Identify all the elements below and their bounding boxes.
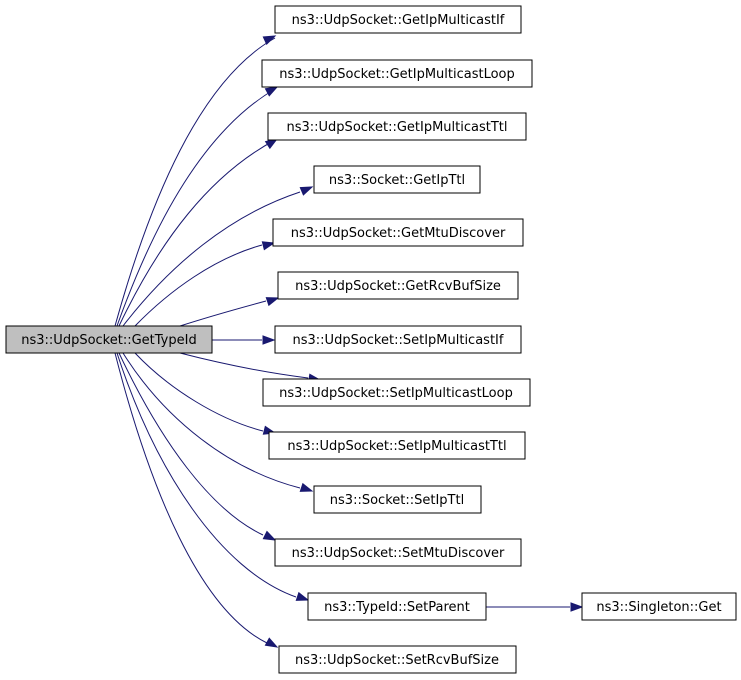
edge-to-set-mtu-discover xyxy=(118,352,264,536)
node-label: ns3::Singleton::Get xyxy=(596,600,721,615)
node-label: ns3::UdpSocket::SetRcvBufSize xyxy=(295,653,499,668)
edge-to-get-ip-multicast-if xyxy=(114,37,276,327)
node-set-ip-multicast-loop[interactable]: ns3::UdpSocket::SetIpMulticastLoop xyxy=(262,378,531,407)
edge-to-get-mtu-discover-arrowhead xyxy=(261,241,276,251)
node-socket-set-ip-ttl[interactable]: ns3::Socket::SetIpTtl xyxy=(313,485,482,514)
edge-to-get-rcv-buf-size xyxy=(179,300,267,327)
node-label: ns3::UdpSocket::SetIpMulticastTtl xyxy=(287,439,506,454)
node-set-mtu-discover[interactable]: ns3::UdpSocket::SetMtuDiscover xyxy=(274,538,522,567)
edge-to-type-id-set-parent-arrowhead xyxy=(295,591,310,601)
node-set-rcv-buf-size[interactable]: ns3::UdpSocket::SetRcvBufSize xyxy=(278,645,517,674)
node-root-get-type-id[interactable]: ns3::UdpSocket::GetTypeId xyxy=(5,325,213,354)
node-get-rcv-buf-size[interactable]: ns3::UdpSocket::GetRcvBufSize xyxy=(277,271,519,300)
node-label: ns3::UdpSocket::GetTypeId xyxy=(21,333,196,348)
edge-to-socket-set-ip-ttl xyxy=(122,352,301,489)
edge-to-get-rcv-buf-size-arrowhead xyxy=(265,297,280,307)
node-socket-get-ip-ttl[interactable]: ns3::Socket::GetIpTtl xyxy=(313,165,481,194)
node-get-ip-multicast-if[interactable]: ns3::UdpSocket::GetIpMulticastIf xyxy=(274,5,522,34)
node-label: ns3::UdpSocket::SetMtuDiscover xyxy=(292,546,505,561)
edge-to-socket-get-ip-ttl xyxy=(122,191,301,327)
edge-set-parent-to-singleton-get-arrowhead xyxy=(570,602,584,612)
edge-to-get-ip-multicast-ttl xyxy=(118,139,276,327)
edge-to-set-ip-multicast-ttl xyxy=(134,352,264,432)
node-label: ns3::UdpSocket::GetIpMulticastIf xyxy=(292,13,505,28)
edge-to-socket-set-ip-ttl-arrowhead xyxy=(299,482,314,492)
node-singleton-get[interactable]: ns3::Singleton::Get xyxy=(581,592,737,621)
node-set-ip-multicast-ttl[interactable]: ns3::UdpSocket::SetIpMulticastTtl xyxy=(268,431,526,460)
node-label: ns3::Socket::SetIpTtl xyxy=(330,493,464,508)
node-label: ns3::UdpSocket::SetIpMulticastLoop xyxy=(279,386,513,401)
edge-to-set-ip-multicast-loop xyxy=(179,352,309,379)
node-label: ns3::Socket::GetIpTtl xyxy=(329,173,465,188)
edge-to-set-rcv-buf-size xyxy=(114,352,268,644)
edge-to-get-mtu-discover xyxy=(134,244,263,327)
node-get-ip-multicast-ttl[interactable]: ns3::UdpSocket::GetIpMulticastTtl xyxy=(267,112,527,141)
node-label: ns3::UdpSocket::GetIpMulticastTtl xyxy=(287,120,508,135)
node-type-id-set-parent[interactable]: ns3::TypeId::SetParent xyxy=(307,592,487,621)
edge-to-get-ip-multicast-if-arrowhead xyxy=(262,35,277,46)
edge-to-socket-get-ip-ttl-arrowhead xyxy=(299,186,314,196)
node-set-ip-multicast-if[interactable]: ns3::UdpSocket::SetIpMulticastIf xyxy=(274,325,522,354)
call-edges xyxy=(114,35,584,648)
node-label: ns3::UdpSocket::GetIpMulticastLoop xyxy=(279,67,515,82)
node-label: ns3::UdpSocket::SetIpMulticastIf xyxy=(293,333,504,348)
node-label: ns3::TypeId::SetParent xyxy=(324,600,470,615)
edge-to-set-ip-multicast-if-arrowhead xyxy=(262,335,276,345)
edge-to-type-id-set-parent xyxy=(116,352,297,598)
edge-to-get-ip-multicast-loop xyxy=(116,88,276,327)
node-get-ip-multicast-loop[interactable]: ns3::UdpSocket::GetIpMulticastLoop xyxy=(261,59,533,88)
edge-to-set-mtu-discover-arrowhead xyxy=(262,530,277,541)
edge-to-set-rcv-buf-size-arrowhead xyxy=(264,637,279,648)
node-label: ns3::UdpSocket::GetRcvBufSize xyxy=(295,279,501,294)
node-label: ns3::UdpSocket::GetMtuDiscover xyxy=(291,226,506,241)
node-get-mtu-discover[interactable]: ns3::UdpSocket::GetMtuDiscover xyxy=(272,218,524,247)
edge-to-get-ip-multicast-loop-arrowhead xyxy=(264,86,279,97)
